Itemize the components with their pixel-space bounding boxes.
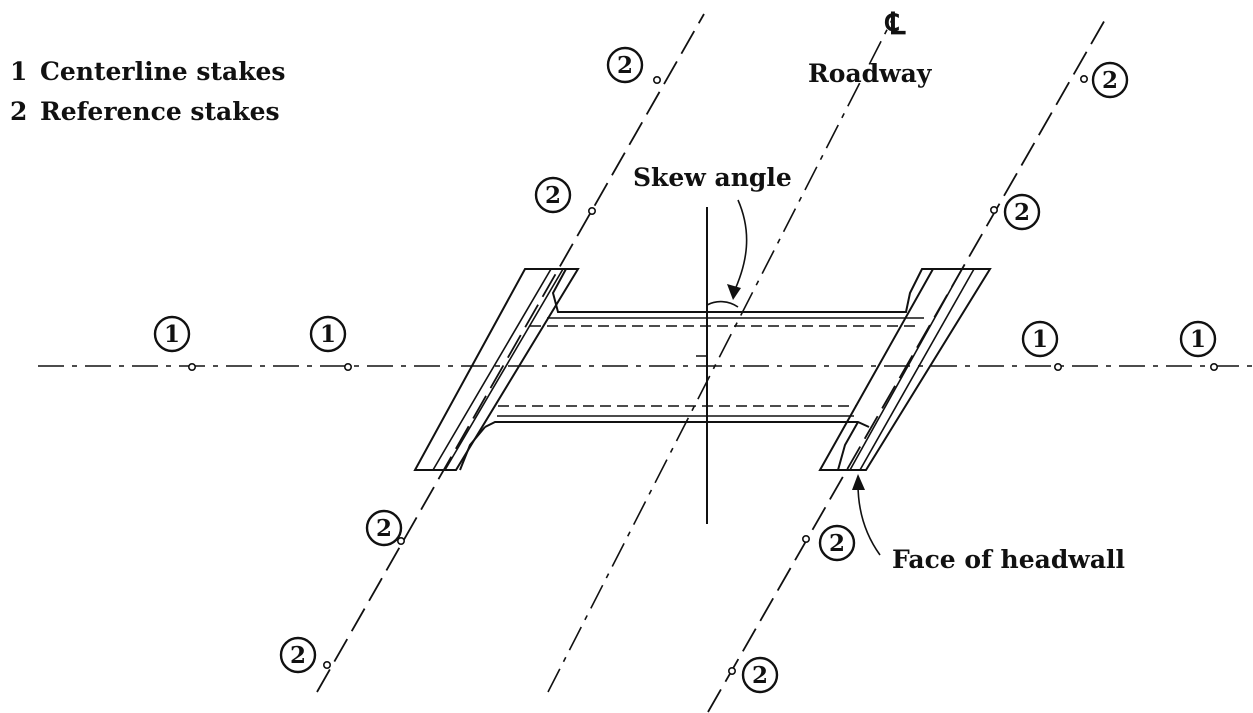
right-headwall-face: [849, 268, 963, 471]
svg-text:1: 1: [1190, 326, 1206, 353]
culvert-bottom-wing-left: [459, 426, 486, 471]
svg-text:1: 1: [1032, 326, 1048, 353]
reference-stake: 2: [989, 193, 1041, 231]
legend-item-1-number: 1: [10, 57, 27, 86]
svg-text:2: 2: [617, 52, 633, 79]
legend-item-1-text: Centerline stakes: [40, 57, 286, 86]
reference-stakes: 2 2 2 2 2 2 2: [279, 46, 1129, 694]
face-of-headwall-arrowhead: [852, 474, 865, 490]
legend: 1 Centerline stakes 2 Reference stakes: [10, 57, 286, 126]
legend-item-2-text: Reference stakes: [40, 97, 280, 126]
reference-stake: 2: [727, 656, 779, 694]
right-headwall-inner-line: [859, 268, 975, 471]
face-of-headwall-leader: [857, 483, 881, 556]
svg-text:2: 2: [1102, 67, 1118, 94]
reference-line-left: [316, 13, 705, 693]
centerline-stake: 1: [1021, 320, 1063, 371]
reference-stake: 2: [534, 176, 596, 216]
centerline-symbol-label: ℄: [884, 7, 906, 42]
svg-text:2: 2: [376, 515, 392, 542]
skew-angle-label: Skew angle: [633, 163, 792, 192]
left-headwall: [413, 268, 580, 471]
reference-stake: 2: [606, 46, 661, 85]
centerline-stake: 1: [153, 315, 197, 371]
skew-angle-arc: [706, 300, 739, 308]
face-of-headwall-label: Face of headwall: [892, 545, 1125, 574]
right-angle-mark: [696, 355, 708, 366]
centerline-stakes: 1 1 1 1: [153, 315, 1219, 371]
svg-text:2: 2: [752, 662, 768, 689]
svg-text:1: 1: [164, 321, 180, 348]
svg-text:1: 1: [320, 321, 336, 348]
centerline-stake: 1: [309, 315, 352, 371]
roadway-centerline: [547, 17, 894, 693]
reference-line-right: [707, 17, 1107, 713]
right-headwall: [818, 268, 992, 471]
legend-item-2-number: 2: [10, 97, 27, 126]
reference-stake: 2: [365, 509, 405, 547]
left-headwall-inner-line: [432, 268, 552, 471]
culvert-bottom-wing-right: [837, 421, 859, 471]
culvert-bottom-outline: [484, 421, 870, 428]
skew-angle-leader: [732, 199, 748, 295]
svg-text:2: 2: [290, 642, 306, 669]
centerline-stake: 1: [1179, 320, 1219, 371]
culvert: [413, 268, 992, 471]
roadway-label: Roadway: [808, 59, 933, 88]
left-headwall-face: [444, 268, 564, 471]
skew-angle-arrowhead: [727, 284, 741, 300]
svg-text:2: 2: [545, 182, 561, 209]
svg-text:2: 2: [829, 530, 845, 557]
reference-stake: 2: [279, 636, 331, 674]
reference-stake: 2: [801, 524, 856, 562]
culvert-top-outline: [551, 268, 933, 313]
svg-text:2: 2: [1014, 199, 1030, 226]
reference-stake: 2: [1080, 61, 1129, 99]
